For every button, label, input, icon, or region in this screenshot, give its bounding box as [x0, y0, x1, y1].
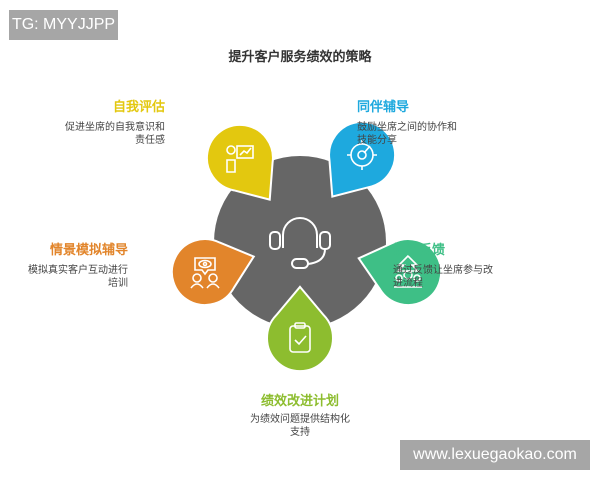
headset-icon [269, 217, 331, 269]
desc-line: 支持 [290, 427, 310, 438]
petal-shape [266, 285, 334, 373]
item-desc-self-assessment: 促进坐席的自我意识和责任感 [45, 121, 165, 147]
petal-shape [170, 238, 256, 306]
petal-shape [205, 123, 274, 201]
desc-line: 通过反馈让坐席参与改 [393, 265, 493, 276]
petal-5 [266, 285, 334, 373]
presentation-chart-icon [226, 145, 254, 173]
petal-3 [170, 238, 256, 306]
item-title-peer-coaching: 同伴辅导 [357, 100, 410, 115]
petal-2 [328, 120, 397, 198]
item-desc-improvement-plan: 为绩效问题提供结构化支持 [220, 413, 380, 439]
item-title-improvement-plan: 绩效改进计划 [260, 394, 339, 409]
desc-line: 责任感 [135, 135, 165, 146]
center-circle [214, 156, 386, 328]
desc-line: 为绩效问题提供结构化 [250, 414, 350, 425]
clipboard-check-icon [289, 322, 311, 353]
desc-line: 培训 [108, 278, 128, 289]
item-title-self-assessment: 自我评估 [112, 100, 165, 115]
item-desc-scenario: 模拟真实客户互动进行培训 [8, 264, 128, 290]
petal-4 [357, 238, 443, 306]
item-title-scenario: 情景模拟辅导 [49, 243, 128, 258]
item-desc-peer-coaching: 鼓励坐席之间的协作和技能分享 [357, 121, 477, 147]
watermark-top: TG: MYYJJPP [9, 10, 118, 40]
page-title: 提升客户服务绩效的策略 [228, 50, 372, 65]
item-title-feedback: 协作反馈 [393, 243, 446, 258]
desc-line: 促进坐席的自我意识和 [65, 122, 165, 133]
team-arrow-icon [394, 254, 422, 288]
petal-1 [205, 123, 274, 201]
item-desc-feedback: 通过反馈让坐席参与改进流程 [393, 264, 513, 290]
desc-line: 模拟真实客户互动进行 [28, 265, 128, 276]
desc-line: 鼓励坐席之间的协作和 [357, 122, 457, 133]
desc-line: 技能分享 [357, 135, 397, 146]
desc-line: 进流程 [393, 278, 423, 289]
watermark-bottom: www.lexuegaokao.com [400, 440, 590, 470]
petal-shape [357, 238, 443, 306]
eye-people-icon [190, 257, 220, 289]
target-gauge-icon [347, 140, 377, 170]
